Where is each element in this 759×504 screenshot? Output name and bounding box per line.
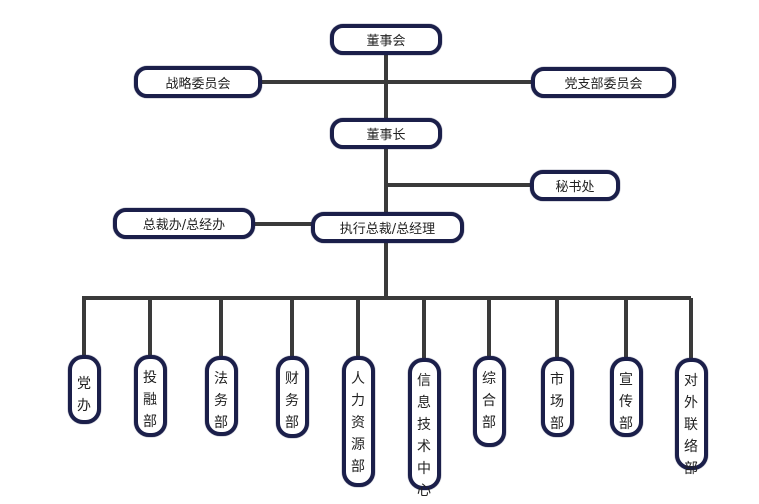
department-label-char: 部	[550, 416, 564, 432]
node-party-committee-label: 党支部委员会	[564, 77, 643, 92]
department-label-char: 源	[351, 437, 365, 453]
department-label-char: 对	[684, 373, 698, 389]
department-label-char: 务	[285, 393, 299, 409]
node-strategy-committee[interactable]: 战略委员会	[134, 66, 262, 98]
department-label-char: 部	[214, 415, 228, 431]
department-label-char: 办	[77, 398, 91, 414]
department-label-char: 信	[417, 373, 431, 389]
node-party-committee[interactable]: 党支部委员会	[531, 67, 676, 98]
node-chairman-label: 董事长	[366, 128, 406, 143]
department-node[interactable]: 市场部	[540, 357, 574, 437]
department-label-char: 力	[351, 393, 365, 409]
department-label-char: 技	[417, 417, 431, 433]
department-node[interactable]: 对外联络部	[674, 358, 708, 477]
node-board[interactable]: 董事会	[330, 24, 442, 55]
department-label-char: 投	[143, 370, 157, 386]
department-label-char: 中	[417, 461, 431, 477]
department-label-char: 部	[351, 459, 365, 475]
department-label-char: 部	[482, 415, 496, 431]
department-node[interactable]: 综合部	[472, 356, 506, 447]
department-label-char: 财	[285, 371, 299, 387]
node-secretariat-label: 秘书处	[555, 180, 595, 195]
department-label-char: 市	[550, 372, 564, 388]
department-node[interactable]: 信息技术中心	[407, 358, 441, 499]
department-label-char: 部	[143, 414, 157, 430]
department-node[interactable]: 党办	[67, 355, 101, 424]
node-president-office-label: 总裁办/总经办	[142, 218, 226, 233]
department-node[interactable]: 法务部	[204, 356, 238, 436]
node-chairman[interactable]: 董事长	[330, 118, 442, 149]
node-secretariat[interactable]: 秘书处	[530, 170, 620, 201]
department-label-char: 务	[214, 393, 228, 409]
department-label-char: 络	[684, 439, 698, 455]
department-label-char: 融	[143, 392, 157, 408]
department-node[interactable]: 宣传部	[609, 357, 643, 437]
department-label-char: 党	[77, 376, 91, 392]
node-ceo[interactable]: 执行总裁/总经理	[311, 212, 464, 243]
department-node[interactable]: 投融部	[133, 355, 167, 437]
department-label-char: 部	[684, 461, 698, 477]
node-ceo-label: 执行总裁/总经理	[339, 222, 436, 237]
department-label-char: 场	[550, 394, 564, 410]
department-label-char: 息	[417, 395, 431, 411]
department-label-char: 传	[619, 394, 633, 410]
department-label-char: 部	[285, 415, 299, 431]
department-label-char: 宣	[619, 372, 633, 388]
department-label-char: 心	[417, 483, 431, 499]
department-node[interactable]: 人力资源部	[341, 356, 375, 487]
department-label-char: 外	[684, 395, 698, 411]
department-label-char: 术	[417, 439, 431, 455]
department-label-char: 联	[684, 417, 698, 433]
department-label-char: 合	[482, 393, 496, 409]
department-label-char: 人	[351, 371, 365, 387]
department-node[interactable]: 财务部	[275, 356, 309, 438]
node-board-label: 董事会	[366, 34, 406, 49]
department-label-char: 部	[619, 416, 633, 432]
department-label-char: 法	[214, 371, 228, 387]
node-strategy-committee-label: 战略委员会	[165, 76, 231, 92]
node-president-office[interactable]: 总裁办/总经办	[113, 208, 255, 239]
department-label-char: 综	[482, 371, 496, 387]
department-label-char: 资	[351, 415, 365, 431]
